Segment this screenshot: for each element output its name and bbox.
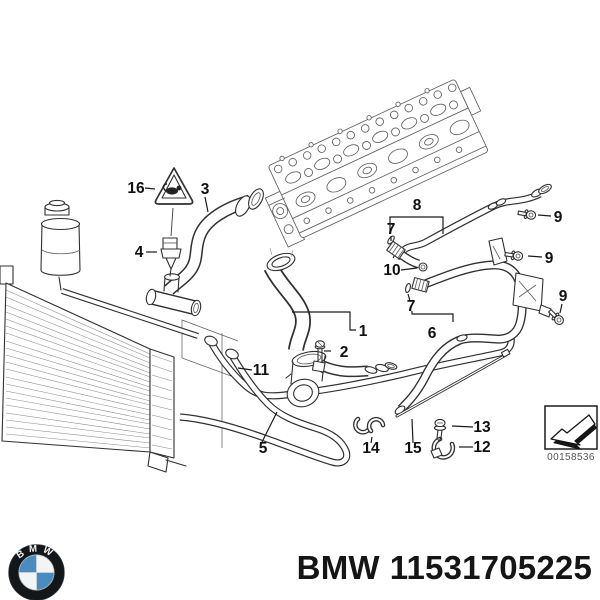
callout-16: 16: [127, 180, 145, 197]
radiator-hose-3: [164, 188, 264, 295]
t-fitting: [145, 273, 202, 317]
callout-7-lower: 7: [407, 298, 416, 315]
screw-13: [433, 418, 447, 442]
callout-9c: 9: [559, 288, 568, 305]
bolt-9a: [516, 207, 537, 221]
hose-clamp-14: [353, 416, 386, 435]
direction-arrow-icon: [550, 414, 596, 446]
o-ring-7-lower: [405, 282, 411, 294]
radiator-foot: [147, 451, 169, 473]
hose-assembly-1: [263, 247, 398, 408]
temperature-sensor: [160, 237, 182, 277]
callout-1: 1: [359, 323, 368, 340]
callout-9a: 9: [554, 209, 563, 226]
callout-9b: 9: [545, 250, 554, 267]
callout-15: 15: [404, 440, 422, 457]
radiator: [0, 265, 187, 473]
callout-6: 6: [428, 325, 437, 342]
screw-2: [311, 340, 326, 373]
brand-text: BMW: [296, 549, 380, 586]
expansion-tank: [40, 199, 81, 291]
bolt-9b: [503, 249, 524, 262]
bmw-roundel-logo: BMW: [8, 544, 65, 600]
watermark-code: 00158536: [547, 452, 595, 463]
part-number-text: 11531705225: [389, 549, 592, 586]
hose-clamp-12: [430, 436, 456, 460]
leader-lines: [144, 187, 563, 448]
callout-8: 8: [413, 197, 422, 214]
water-pipe-5: [179, 348, 351, 467]
callout-12: 12: [473, 439, 490, 456]
callouts: 1 2 3 4 5 6 7 7 8 9 9 9 10 11 12 13 14 1…: [127, 180, 567, 457]
tank-hose: [61, 288, 199, 339]
engine-cylinder-head: [264, 79, 488, 248]
callout-5: 5: [259, 440, 268, 457]
pipe-support-bracket: [488, 237, 552, 318]
o-ring-10: [418, 262, 428, 272]
callout-3: 3: [201, 181, 210, 198]
callout-4: 4: [135, 244, 144, 261]
cooling-hoses-diagram: 1 2 3 4 5 6 7 7 8 9 9 9 10 11 12 13 14 1…: [0, 79, 598, 473]
callout-2: 2: [340, 344, 349, 361]
callout-14: 14: [362, 440, 380, 457]
water-hose-6: [394, 260, 527, 415]
water-pipe-11: [204, 334, 515, 400]
callout-11: 11: [253, 362, 270, 379]
callout-13: 13: [473, 419, 491, 436]
warning-triangle-icon: [154, 167, 194, 237]
direction-arrow-box: 00158536: [544, 405, 598, 463]
water-pipe-8: [386, 183, 552, 272]
cable-strap-15: [395, 348, 511, 418]
callout-7-upper: 7: [387, 221, 396, 238]
callout-10: 10: [383, 262, 400, 279]
